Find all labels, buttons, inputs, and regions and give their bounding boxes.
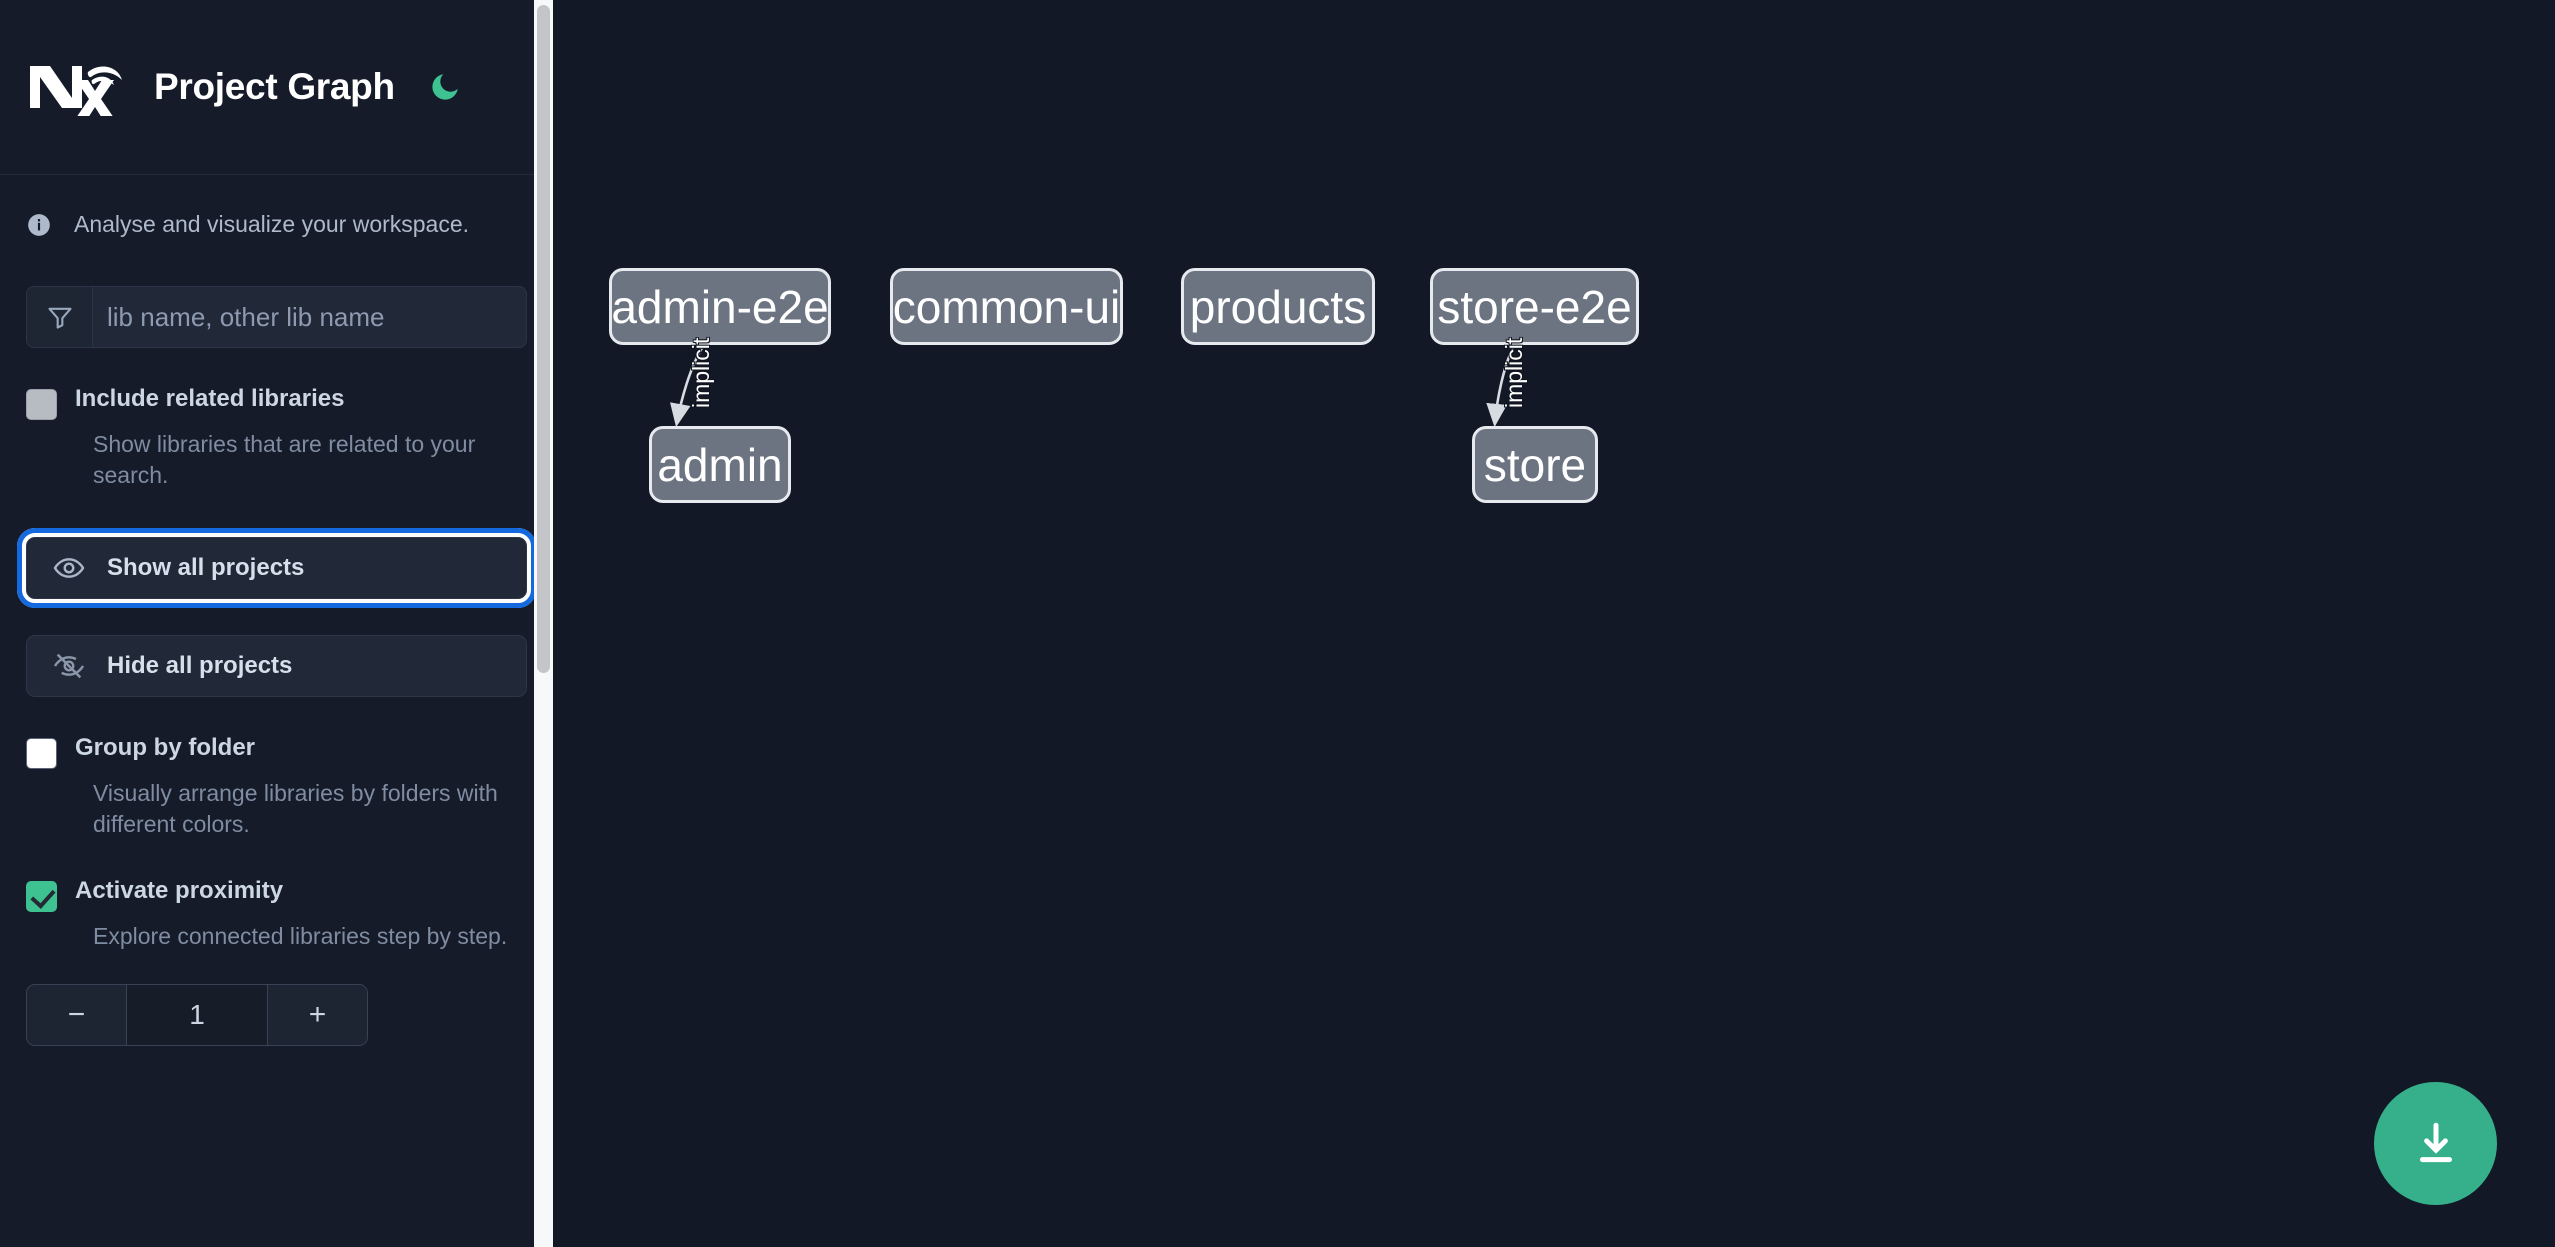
- moon-icon[interactable]: [425, 67, 465, 107]
- show-all-projects-button[interactable]: Show all projects: [17, 528, 536, 609]
- group-by-folder-checkbox[interactable]: [26, 738, 57, 770]
- hide-all-projects-button[interactable]: Hide all projects: [26, 635, 527, 698]
- eye-icon: [53, 552, 85, 584]
- include-related-libraries-checkbox[interactable]: [26, 389, 57, 420]
- proximity-value: 1: [127, 985, 267, 1046]
- info-icon: [26, 212, 52, 238]
- nx-logo: [26, 58, 122, 118]
- group-by-folder-description: Visually arrange libraries by folders wi…: [93, 780, 498, 838]
- workspace-info: Analyse and visualize your workspace.: [0, 175, 553, 238]
- proximity-increment-button[interactable]: +: [267, 985, 367, 1046]
- proximity-stepper: − 1 +: [26, 984, 368, 1047]
- show-all-projects-label: Show all projects: [107, 554, 305, 582]
- option-include-related-libraries: Include related libraries Show libraries…: [0, 385, 553, 491]
- graph-node-store[interactable]: store: [1472, 426, 1598, 503]
- graph-node-common-ui[interactable]: common-ui: [890, 268, 1123, 345]
- page-title: Project Graph: [154, 66, 395, 107]
- graph-node-admin[interactable]: admin: [649, 426, 791, 503]
- sidebar-body: Analyse and visualize your workspace. In…: [0, 175, 553, 1047]
- edge-admin-e2e-to-admin: [670, 347, 704, 428]
- graph-canvas[interactable]: admin-e2e common-ui products store-e2e admin…: [553, 0, 2555, 1247]
- sidebar: Project Graph Analyse and visualize your…: [0, 0, 553, 1247]
- activate-proximity-description: Explore connected libraries step by step…: [93, 923, 508, 950]
- search-input[interactable]: [93, 287, 526, 347]
- eye-off-icon: [53, 650, 85, 682]
- filter-icon: [27, 287, 93, 347]
- activate-proximity-checkbox[interactable]: [26, 881, 57, 913]
- edge-store-e2e-to-store: [1486, 347, 1515, 428]
- activate-proximity-label: Activate proximity: [75, 877, 284, 905]
- download-graph-button[interactable]: [2374, 1082, 2497, 1205]
- group-by-folder-label: Group by folder: [75, 734, 255, 762]
- hide-all-projects-label: Hide all projects: [107, 652, 293, 680]
- edge-label-admin-e2e-admin: implicit: [688, 337, 714, 408]
- graph-node-admin-e2e[interactable]: admin-e2e: [609, 268, 831, 345]
- graph-edges: [670, 347, 1515, 428]
- sidebar-scrollbar[interactable]: [534, 0, 553, 1247]
- include-related-libraries-description: Show libraries that are related to your …: [93, 431, 476, 489]
- include-related-libraries-label: Include related libraries: [75, 385, 345, 412]
- sidebar-header: Project Graph: [0, 0, 553, 175]
- search-field[interactable]: [26, 286, 527, 348]
- sidebar-scrollbar-thumb[interactable]: [537, 5, 550, 673]
- graph-node-products[interactable]: products: [1181, 268, 1375, 345]
- proximity-decrement-button[interactable]: −: [27, 985, 127, 1046]
- option-group-by-folder: Group by folder Visually arrange librari…: [0, 734, 553, 840]
- option-activate-proximity: Activate proximity Explore connected lib…: [0, 877, 553, 952]
- workspace-info-text: Analyse and visualize your workspace.: [74, 211, 470, 237]
- edge-label-store-e2e-store: implicit: [1501, 337, 1527, 408]
- graph-node-store-e2e[interactable]: store-e2e: [1430, 268, 1639, 345]
- download-icon: [2419, 1122, 2452, 1162]
